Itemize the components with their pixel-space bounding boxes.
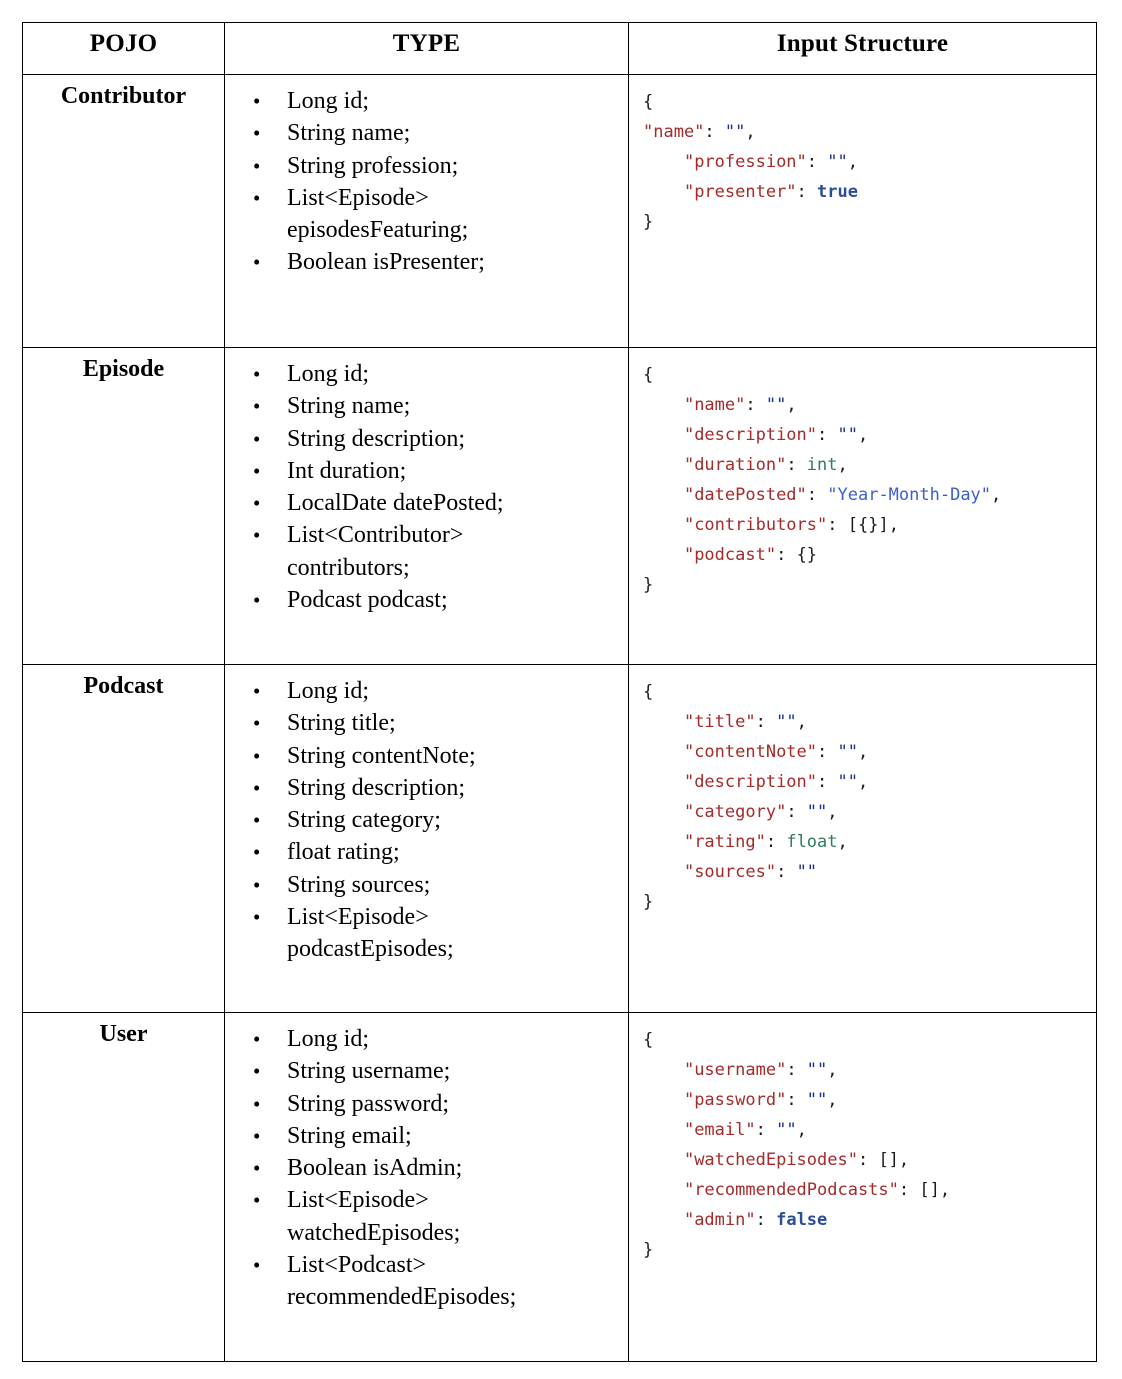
- type-fields-cell: Long id;String title;String contentNote;…: [224, 664, 629, 1013]
- header-label-type: TYPE: [392, 30, 461, 57]
- type-field-item: List<Contributor> contributors;: [253, 519, 618, 584]
- pojo-name: Episode: [82, 356, 165, 382]
- type-field-item: String name;: [253, 390, 618, 423]
- type-field-item: Boolean isPresenter;: [253, 246, 618, 279]
- type-field-item: List<Episode> episodesFeaturing;: [253, 182, 618, 247]
- type-field-item: String email;: [253, 1120, 618, 1153]
- type-field-item: String description;: [253, 423, 618, 456]
- pojo-name: Podcast: [83, 673, 164, 699]
- table-row: Podcast Long id;String title;String conte…: [22, 664, 1097, 1013]
- type-field-item: Boolean isAdmin;: [253, 1152, 618, 1185]
- input-structure-cell: { "name": "", "description": "", "durati…: [628, 347, 1097, 665]
- pojo-name-cell: Podcast: [22, 664, 225, 1013]
- pojo-name-cell: Episode: [22, 347, 225, 665]
- type-field-item: Long id;: [253, 1023, 618, 1056]
- input-structure-cell: { "username": "", "password": "", "email…: [628, 1012, 1097, 1362]
- input-structure-cell: { "name": "", "profession": "", "present…: [628, 74, 1097, 348]
- header-label-input-structure: Input Structure: [776, 30, 949, 57]
- type-fields-cell: Long id;String name;String profession;Li…: [224, 74, 629, 348]
- type-field-item: Long id;: [253, 85, 618, 118]
- type-field-item: String description;: [253, 772, 618, 805]
- header-cell-pojo: POJO: [22, 22, 225, 75]
- pojo-name-cell: Contributor: [22, 74, 225, 348]
- type-field-item: float rating;: [253, 836, 618, 869]
- json-code-block: { "name": "", "profession": "", "present…: [643, 92, 858, 232]
- type-field-list: Long id;String username;String password;…: [225, 1013, 628, 1318]
- type-field-item: String contentNote;: [253, 740, 618, 773]
- type-field-item: String name;: [253, 117, 618, 150]
- type-field-list: Long id;String name;String description;I…: [225, 348, 628, 620]
- type-field-item: List<Podcast> recommendedEpisodes;: [253, 1249, 618, 1314]
- pojo-name: Contributor: [60, 83, 187, 109]
- table-row: User Long id;String username;String passw…: [22, 1012, 1097, 1362]
- table-row: Episode Long id;String name;String descri…: [22, 347, 1097, 665]
- type-field-item: String sources;: [253, 869, 618, 902]
- pojo-reference-sheet: POJO TYPE Input Structure ContributorLon…: [22, 22, 1097, 1362]
- json-code-block: { "username": "", "password": "", "email…: [643, 1030, 951, 1260]
- type-fields-cell: Long id;String username;String password;…: [224, 1012, 629, 1362]
- type-field-item: LocalDate datePosted;: [253, 487, 618, 520]
- header-cell-type: TYPE: [224, 22, 629, 75]
- type-field-item: Long id;: [253, 358, 618, 391]
- type-fields-cell: Long id;String name;String description;I…: [224, 347, 629, 665]
- type-field-list: Long id;String title;String contentNote;…: [225, 665, 628, 970]
- input-structure-cell: { "title": "", "contentNote": "", "descr…: [628, 664, 1097, 1013]
- type-field-list: Long id;String name;String profession;Li…: [225, 75, 628, 283]
- pojo-name: User: [99, 1021, 148, 1047]
- table-row: Contributor Long id;String name;String pr…: [22, 74, 1097, 348]
- type-field-item: String password;: [253, 1088, 618, 1121]
- header-cell-input-structure: Input Structure: [628, 22, 1097, 75]
- type-field-item: List<Episode> podcastEpisodes;: [253, 901, 618, 966]
- type-field-item: Int duration;: [253, 455, 618, 488]
- type-field-item: String category;: [253, 804, 618, 837]
- json-code-block: { "name": "", "description": "", "durati…: [643, 365, 1002, 595]
- type-field-item: String username;: [253, 1055, 618, 1088]
- header-row: POJO TYPE Input Structure: [22, 22, 1097, 75]
- json-code-block: { "title": "", "contentNote": "", "descr…: [643, 682, 869, 912]
- type-field-item: Podcast podcast;: [253, 584, 618, 617]
- pojo-name-cell: User: [22, 1012, 225, 1362]
- table-header: POJO TYPE Input Structure: [22, 22, 1097, 75]
- type-field-item: Long id;: [253, 675, 618, 708]
- type-field-item: String profession;: [253, 150, 618, 183]
- type-field-item: String title;: [253, 707, 618, 740]
- pojo-type-input-table: POJO TYPE Input Structure ContributorLon…: [22, 22, 1097, 1362]
- header-label-pojo: POJO: [89, 30, 158, 57]
- table-body: ContributorLong id;String name;String pr…: [22, 74, 1097, 1362]
- type-field-item: List<Episode> watchedEpisodes;: [253, 1184, 618, 1249]
